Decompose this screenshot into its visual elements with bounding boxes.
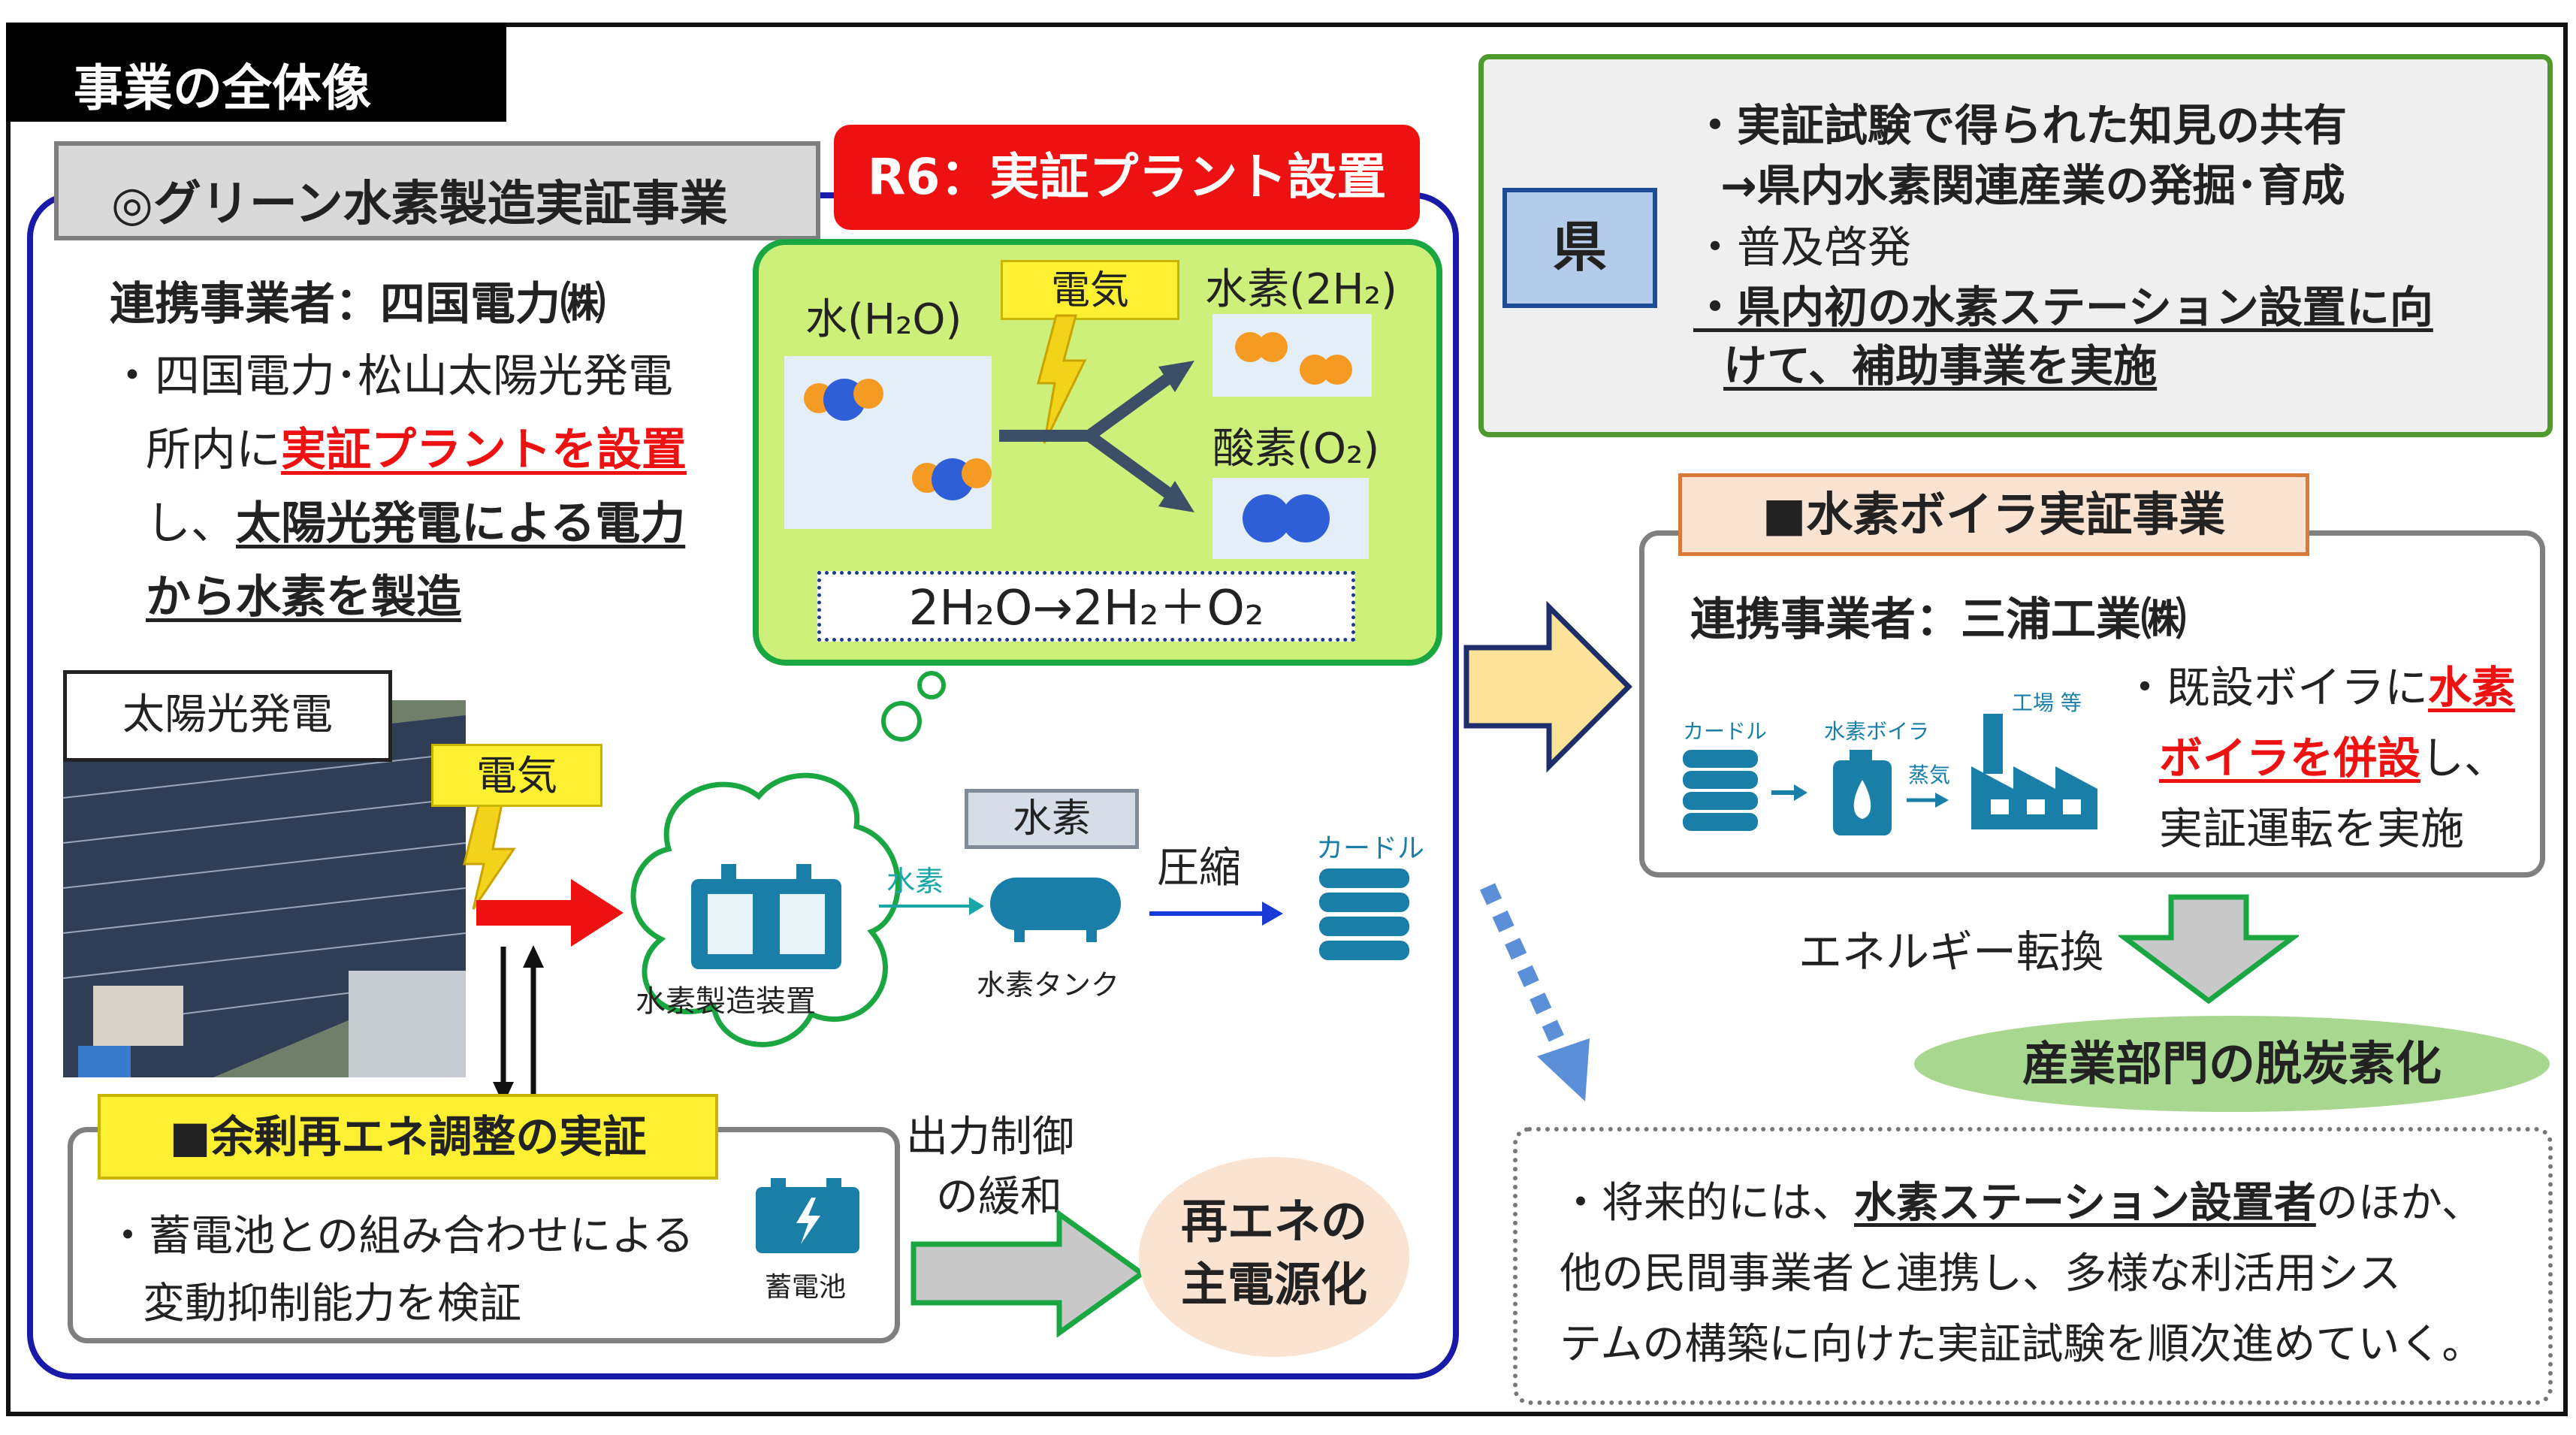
- flow-arrow-icon: [1771, 784, 1807, 801]
- desc-2a: 所内に: [146, 424, 281, 476]
- desc-line-1: ・四国電力･松山太陽光発電: [110, 350, 673, 403]
- future-box: [1513, 1127, 2553, 1405]
- green-hydrogen-label: ◎グリーン水素製造実証事業: [54, 141, 820, 240]
- battery-label: 蓄電池: [765, 1272, 847, 1303]
- compress-label: 圧縮: [1157, 844, 1241, 893]
- hydrogen-box-label: 水素: [965, 789, 1139, 849]
- power-flow-arrows: [463, 796, 624, 1104]
- electrolyzer-icon: [691, 864, 841, 969]
- future-1c: のほか、: [2315, 1179, 2484, 1228]
- page-title: 事業の全体像: [6, 23, 506, 122]
- surplus-line-1: ・蓄電池との組み合わせによる: [107, 1212, 694, 1261]
- oxygen-molecule-icon: [1243, 494, 1330, 542]
- future-1b: 水素ステーション設置者: [1854, 1179, 2316, 1228]
- boiler-desc-1b: 水素: [2428, 662, 2516, 713]
- boiler-desc-1a: ・既設ボイラに: [2123, 662, 2429, 713]
- plant-electricity-tag: 電気: [1001, 260, 1179, 320]
- re-main-line-2: 主電源化: [1180, 1257, 1367, 1312]
- hydrogen-molecule-box: [1213, 314, 1372, 397]
- battery-icon: [756, 1178, 859, 1253]
- oxygen-molecule-box: [1213, 478, 1369, 559]
- boiler-icon-boiler-label: 水素ボイラ: [1824, 719, 1930, 744]
- boiler-partner: 連携事業者：三浦工業㈱: [1690, 594, 2186, 646]
- hydrogen-flow-label: 水素: [886, 865, 944, 898]
- pref-line-1: ・実証試験で得られた知見の共有: [1693, 100, 2348, 151]
- steam-arrow-icon: [1907, 793, 1949, 808]
- output-control-2: の緩和: [936, 1173, 1062, 1222]
- surplus-tag: ■余剰再エネ調整の実証: [98, 1094, 718, 1180]
- cloud-shape: [630, 772, 901, 1047]
- solar-photo-icon: [63, 700, 466, 1077]
- oxygen-label: 酸素(O₂): [1213, 424, 1380, 473]
- boiler-desc-2b: し、: [2420, 733, 2508, 784]
- bubble-dots: [881, 671, 946, 742]
- hydrogen-tank-icon: [990, 878, 1121, 942]
- boiler-desc-2: ボイラを併設し、: [2159, 723, 2508, 786]
- desc-3a: し、: [146, 497, 236, 550]
- hydrogen-flow-arrow: [879, 897, 984, 915]
- boiler-tag: ■水素ボイラ実証事業: [1678, 473, 2309, 556]
- hydrogen-boiler-icon: [1833, 750, 1892, 835]
- prefecture-label: 県: [1502, 188, 1657, 308]
- boiler-desc-3: 実証運転を実施: [2159, 803, 2465, 854]
- re-main-line-1: 再エネの: [1180, 1194, 1367, 1249]
- energy-conversion-arrow: [2118, 894, 2299, 1005]
- water-label: 水(H₂O): [805, 295, 962, 344]
- split-arrow-icon: [999, 314, 1194, 512]
- boiler-icon-factory-label: 工場 等: [2012, 690, 2082, 715]
- surplus-line-2: 変動抑制能力を検証: [143, 1279, 521, 1328]
- desc-line-3: し、太陽光発電による電力: [146, 487, 685, 552]
- compress-arrow: [1149, 902, 1283, 926]
- future-1a: ・将来的には、: [1560, 1179, 1854, 1228]
- decarbonization-label: 産業部門の脱炭素化: [1914, 1016, 2550, 1112]
- reaction-equation: 2H₂O→2H₂＋O₂: [817, 571, 1355, 642]
- device-label: 水素製造装置: [636, 984, 816, 1019]
- output-arrow: [911, 1210, 1147, 1337]
- desc-line-2: 所内に実証プラントを設置: [146, 413, 687, 479]
- desc-3b-highlight: 太陽光発電による電力: [236, 497, 686, 550]
- boiler-curdle-icon: [1683, 750, 1758, 831]
- solar-plant-photo: [63, 700, 466, 1077]
- future-line-2: 他の民間事業者と連携し、多様な利活用シス: [1560, 1249, 2401, 1298]
- factory-icon: [1971, 714, 2097, 829]
- pref-line-3: ・普及啓発: [1693, 222, 1912, 273]
- pref-line-5: けて、補助事業を実施: [1723, 340, 2158, 391]
- outer-frame: [6, 23, 2568, 1416]
- renewable-main-circle: 再エネの 主電源化: [1139, 1157, 1409, 1357]
- desc-line-4: から水素を製造: [146, 571, 461, 624]
- future-line-1: ・将来的には、水素ステーション設置者のほか、: [1560, 1169, 2484, 1230]
- curdle-icon: [1319, 869, 1409, 960]
- pv-label: 太陽光発電: [63, 670, 392, 762]
- hydrogen-label: 水素(2H₂): [1205, 265, 1397, 314]
- pref-line-4: ・県内初の水素ステーション設置に向: [1693, 282, 2433, 333]
- pref-line-2: →県内水素関連産業の発掘･育成: [1720, 160, 2345, 211]
- partner-shikoku: 連携事業者：四国電力㈱: [110, 278, 605, 331]
- tank-label: 水素タンク: [977, 968, 1120, 1001]
- r6-badge: R6：実証プラント設置: [834, 125, 1420, 230]
- water-molecule-box: [784, 356, 992, 529]
- desc-2b-highlight: 実証プラントを設置: [281, 424, 687, 476]
- hydrogen-molecule-icon: [1235, 332, 1352, 385]
- future-line-3: テムの構築に向けた実証試験を順次進めていく。: [1560, 1320, 2484, 1369]
- boiler-desc-1: ・既設ボイラに水素: [2123, 652, 2515, 715]
- output-control-1: 出力制御: [906, 1113, 1074, 1162]
- prefecture-box: [1478, 54, 2553, 437]
- future-dotted-arrow: [1479, 883, 1590, 1101]
- boiler-icon-curdle-label: カードル: [1683, 719, 1768, 744]
- pv-electricity-tag: 電気: [431, 744, 602, 807]
- energy-conversion-label: エネルギー転換: [1798, 926, 2104, 977]
- water-molecule-icon: [804, 379, 992, 500]
- boiler-desc-2a: ボイラを併設: [2159, 733, 2421, 784]
- curdle-label: カードル: [1316, 833, 1425, 864]
- to-boiler-arrow: [1463, 601, 1632, 773]
- boiler-icon-steam-label: 蒸気: [1908, 763, 1951, 787]
